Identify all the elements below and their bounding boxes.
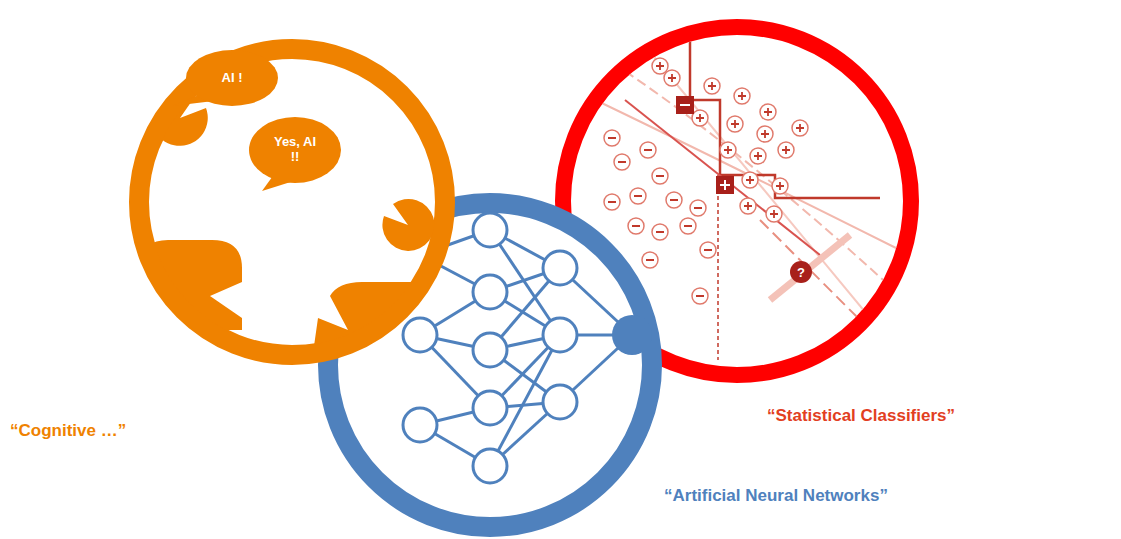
topic-circle: “Artificial Neural Networks” [318,193,662,537]
topic-label: “Cognitive …” [10,421,126,441]
speech-bubble: AI ! [186,50,278,106]
topic-circle: “Cognitive …”AI !Yes, AI !! [129,39,455,365]
bubble-text: Yes, AI !! [269,135,321,165]
bubble-text: AI ! [222,71,243,86]
circle-outline [318,193,662,537]
topic-label: “Statistical Classifiers” [767,406,955,426]
symbol-label: ? [797,265,805,280]
topic-label: “Artificial Neural Networks” [664,486,888,506]
speech-bubble: Yes, AI !! [249,117,341,183]
topic-circle: “Statistical Classifiers” [555,19,919,383]
circle-outline [555,19,919,383]
circle-outline [129,39,455,365]
